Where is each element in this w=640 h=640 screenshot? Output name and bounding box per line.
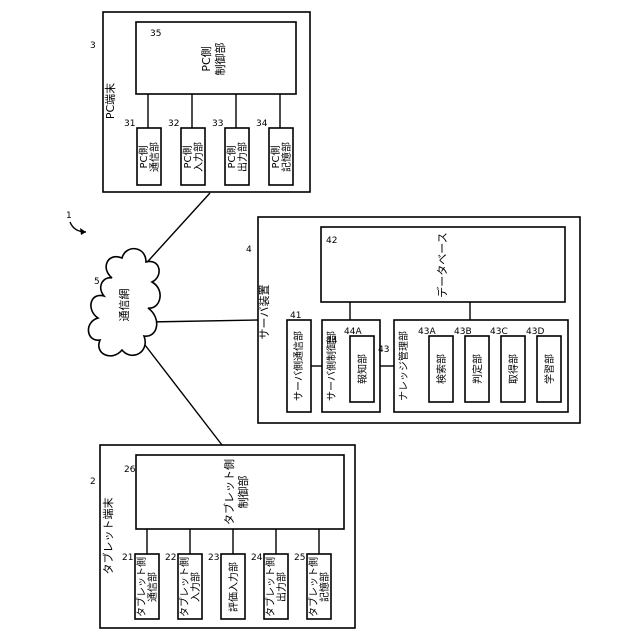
pc-unit-31-line2: 通信部 [148, 142, 161, 172]
knowledge-unit-43b-ref: 43B [454, 327, 472, 337]
tablet-unit-25-line1: タブレット側 [307, 557, 320, 617]
network-to-pc-line [140, 193, 210, 270]
tablet-unit-24-line2: 出力部 [275, 572, 288, 602]
pc-unit-33-line1: PC側 [225, 145, 238, 168]
network-cloud: 通信網 [88, 249, 160, 356]
pc-unit-34-line1: PC側 [269, 145, 282, 168]
knowledge-ref: 43 [378, 345, 389, 355]
network-to-tablet-line [145, 345, 222, 445]
server-control-label: サーバ側制御部 [325, 331, 338, 401]
knowledge-unit-43c-ref: 43C [490, 327, 508, 337]
tablet-unit-25-ref: 25 [294, 553, 305, 563]
tablet-unit-21-line2: 通信部 [146, 572, 159, 602]
tablet-unit-22-line2: 入力部 [189, 572, 202, 602]
server-apparatus: 4 サーバ装置 42 データベース 41 サーバ側通信部 44 サーバ側制御部 … [246, 217, 580, 423]
tablet-controller-ref: 26 [124, 465, 136, 475]
pc-unit-33-line2: 出力部 [236, 142, 249, 172]
tablet-unit-22-line1: タブレット側 [178, 557, 191, 617]
tablet-terminal: 2 タブレット端末 26 タブレット側 制御部 21 タブレット側 通信部 22… [90, 445, 355, 628]
tablet-unit-24-line1: タブレット側 [264, 557, 277, 617]
pc-terminal: 3 PC端末 35 PC側 制御部 31 PC側 通信部 32 PC側 入力部 … [90, 12, 310, 192]
pc-unit-34-ref: 34 [256, 119, 268, 129]
knowledge-label: ナレッジ管理部 [397, 331, 410, 401]
server-title: サーバ装置 [258, 285, 271, 340]
pc-unit-32-line1: PC側 [181, 145, 194, 168]
pc-unit-34-line2: 記憶部 [280, 142, 293, 172]
tablet-controller-label-1: タブレット側 [222, 459, 236, 525]
tablet-terminal-title: タブレット端末 [101, 498, 115, 575]
tablet-terminal-ref: 2 [90, 477, 96, 487]
knowledge-unit-43a-label: 検索部 [435, 354, 448, 384]
pc-unit-33-ref: 33 [212, 119, 223, 129]
knowledge-unit-43c-label: 取得部 [507, 354, 520, 384]
pc-unit-31-line1: PC側 [137, 145, 150, 168]
pc-controller-label-2: 制御部 [213, 43, 227, 76]
server-ref: 4 [246, 245, 252, 255]
knowledge-unit-43d-ref: 43D [526, 327, 544, 337]
pc-unit-32-line2: 入力部 [192, 142, 205, 172]
tablet-controller-label-2: 制御部 [236, 476, 250, 509]
server-comm-label: サーバ側通信部 [292, 331, 305, 401]
pc-unit-32-ref: 32 [168, 119, 179, 129]
tablet-unit-25-line2: 記憶部 [318, 572, 331, 602]
pc-controller-ref: 35 [150, 29, 161, 39]
notify-ref: 44A [344, 327, 362, 337]
database-ref: 42 [326, 236, 337, 246]
server-comm-ref: 41 [290, 311, 301, 321]
network-to-server-line [148, 320, 258, 322]
tablet-unit-22-ref: 22 [165, 553, 176, 563]
tablet-unit-23-line1: 評価入力部 [227, 562, 240, 612]
notify-label: 報知部 [356, 354, 369, 384]
knowledge-unit-43d-label: 学習部 [543, 354, 556, 384]
pc-terminal-title: PC端末 [103, 83, 117, 119]
pc-controller-label-1: PC側 [200, 46, 213, 71]
network-ref: 5 [94, 277, 100, 287]
tablet-unit-23-ref: 23 [208, 553, 219, 563]
database-label: データベース [435, 232, 449, 297]
system-ref: 1 [66, 211, 72, 221]
knowledge-unit-43b-label: 判定部 [471, 354, 484, 384]
knowledge-unit-43a-ref: 43A [418, 327, 436, 337]
pc-unit-31-ref: 31 [124, 119, 135, 129]
tablet-unit-24-ref: 24 [251, 553, 263, 563]
tablet-unit-21-line1: タブレット側 [135, 557, 148, 617]
network-label: 通信網 [117, 289, 131, 322]
tablet-unit-21-ref: 21 [122, 553, 133, 563]
pc-terminal-ref: 3 [90, 41, 96, 51]
system-ref-arrow [80, 228, 86, 235]
